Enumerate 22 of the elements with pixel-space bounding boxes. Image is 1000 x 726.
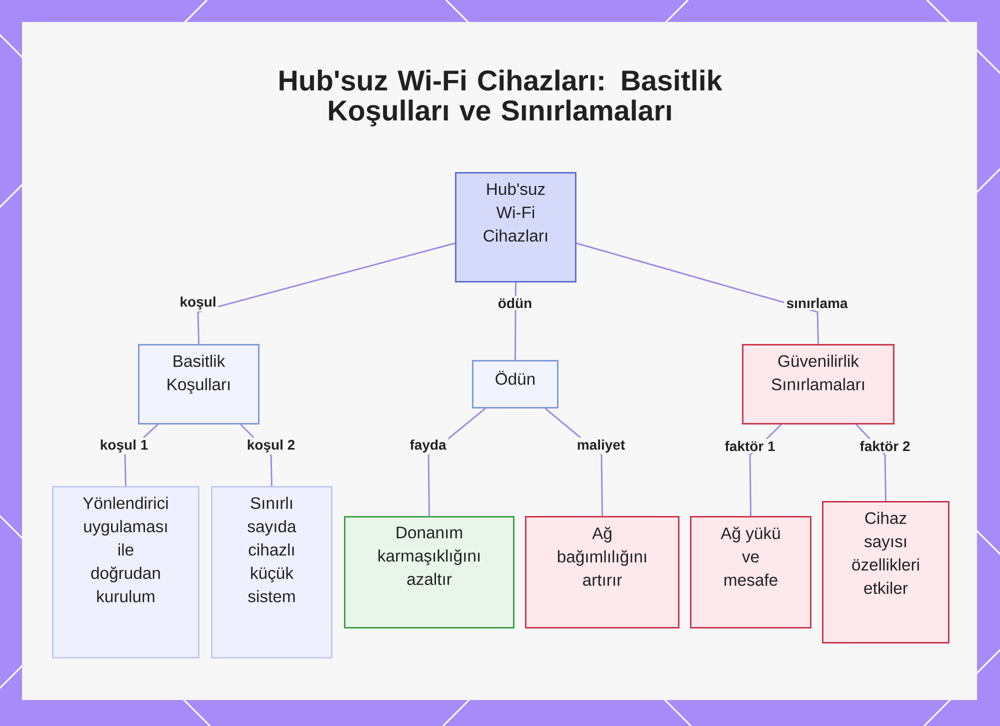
edge-label: maliyet <box>574 437 628 455</box>
edge-label: ödün <box>496 296 534 310</box>
edge-label: faktör 2 <box>858 438 912 454</box>
edge-label: fayda <box>408 437 448 455</box>
edge-label: koşul 2 <box>244 437 298 455</box>
text-box: Sınırlı sayıda cihazlı küçük sistem <box>211 486 332 658</box>
connector <box>576 242 819 344</box>
text-box: Yönlendirici uygulaması ile doğrudan kurulum <box>52 486 200 658</box>
text-box: Ağ yükü ve mesafe <box>690 516 812 628</box>
edge-label: koşul 1 <box>98 437 150 455</box>
title: Hub'suz Wi-Fi Cihazları: Basitlik Koşulları ve Sınırlamaları <box>280 70 722 126</box>
text-box: Cihaz sayısı özellikleri etkiler <box>822 501 950 644</box>
text-box: Güvenilirlik Sınırlamaları <box>742 344 894 424</box>
edge-label: koşul <box>178 294 218 312</box>
text-box: Ağ bağımlılığını artırır <box>525 516 680 628</box>
text-box: Donanım karmaşıklığını azaltır <box>344 516 514 628</box>
connector <box>197 242 456 344</box>
text-box: Basitlik Koşulları <box>138 344 260 424</box>
text-box: Hub'suz Wi-Fi Cihazları <box>455 172 576 282</box>
edge-label: faktör 1 <box>722 438 778 454</box>
text-box: Ödün <box>472 360 558 408</box>
edge-label: sınırlama <box>784 296 850 310</box>
